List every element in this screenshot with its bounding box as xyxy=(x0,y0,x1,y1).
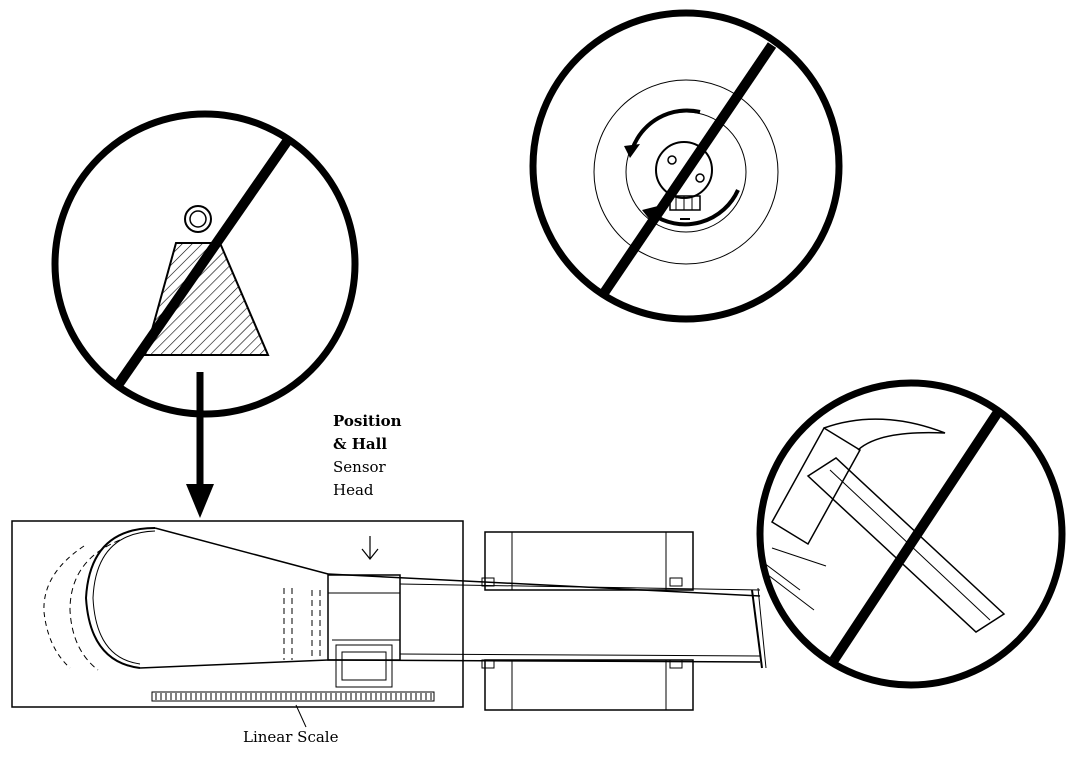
no-rotation-icon xyxy=(529,9,843,323)
cylinder-assembly xyxy=(327,531,767,711)
label-hall: & Hall xyxy=(333,435,388,453)
label-head: Head xyxy=(333,481,374,499)
label-sensor: Sensor xyxy=(333,458,386,476)
load-arrow xyxy=(186,372,214,518)
no-hammer-icon xyxy=(756,379,1066,689)
label-position: Position xyxy=(333,412,402,430)
sensor-housing xyxy=(11,520,464,728)
no-weight-icon xyxy=(51,110,359,418)
linear-scale-ticks xyxy=(155,693,432,700)
label-linear-scale: Linear Scale xyxy=(243,728,339,746)
